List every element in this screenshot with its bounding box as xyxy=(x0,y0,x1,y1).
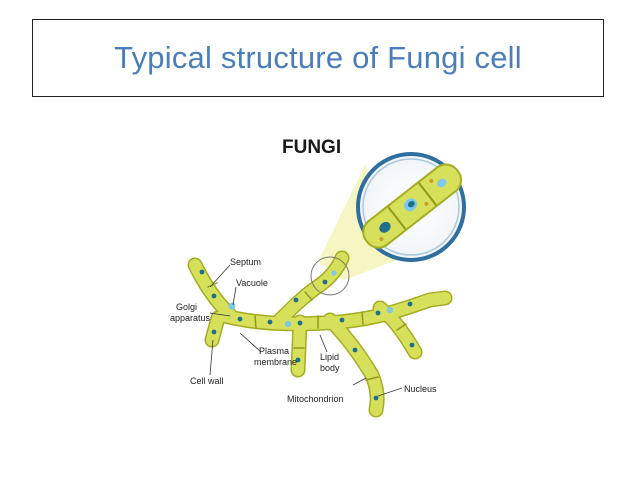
leader-lines xyxy=(209,264,403,397)
label-cell-wall: Cell wall xyxy=(190,376,224,386)
label-vacuole: Vacuole xyxy=(236,278,268,288)
diagram-heading: FUNGI xyxy=(282,137,341,158)
label-plasma-2: membrane xyxy=(254,357,297,367)
magnifier xyxy=(356,152,466,262)
organelles xyxy=(199,269,415,401)
label-mitochondrion: Mitochondrion xyxy=(287,394,344,404)
labels: Septum Vacuole Golgi apparatus Cell wall… xyxy=(170,257,437,404)
label-nucleus: Nucleus xyxy=(404,384,437,394)
label-plasma-1: Plasma xyxy=(259,346,289,356)
magnified-region xyxy=(310,256,350,296)
label-lipid-2: body xyxy=(320,363,340,373)
label-golgi-2: apparatus xyxy=(170,313,211,323)
label-septum: Septum xyxy=(230,257,261,267)
title-box: Typical structure of Fungi cell xyxy=(32,19,604,97)
slide-title: Typical structure of Fungi cell xyxy=(114,40,522,75)
label-lipid-1: Lipid xyxy=(320,352,339,362)
label-golgi-1: Golgi xyxy=(176,302,197,312)
